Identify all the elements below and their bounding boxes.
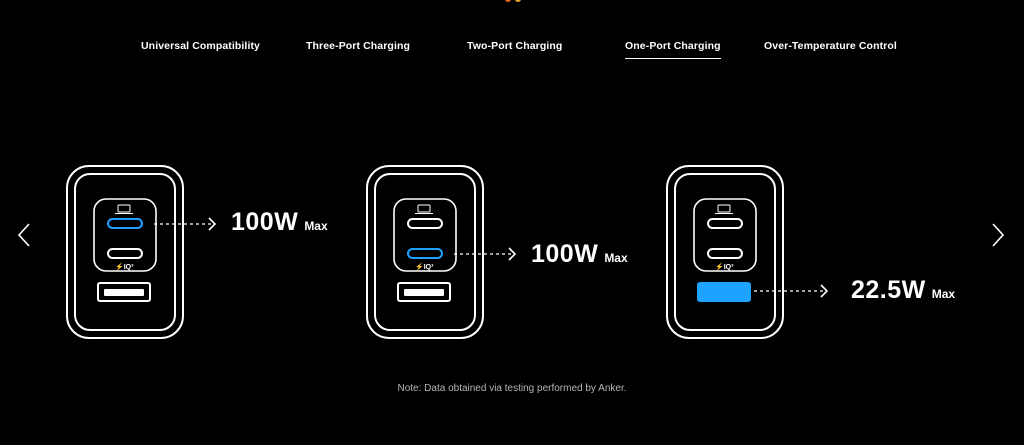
usb-a-port xyxy=(697,282,751,302)
charger-face xyxy=(374,173,476,331)
charger-card-2: ⚡IQ³ xyxy=(366,165,536,350)
tab-bar: Universal Compatibility Three-Port Charg… xyxy=(0,0,1024,70)
watt-label-2: 100W Max xyxy=(531,240,628,269)
watt-value: 100W xyxy=(231,208,299,236)
watt-label-3: 22.5W Max xyxy=(851,276,955,305)
output-arrow-head xyxy=(508,247,517,261)
usb-c-port-1 xyxy=(707,218,743,229)
watt-max: Max xyxy=(931,287,956,301)
tab-two-port-charging[interactable]: Two-Port Charging xyxy=(467,40,563,52)
laptop-icon xyxy=(415,204,433,214)
chevron-left-icon xyxy=(17,223,30,247)
port-panel xyxy=(93,198,157,272)
tab-three-port-charging[interactable]: Three-Port Charging xyxy=(306,40,410,52)
usb-a-port xyxy=(397,282,451,302)
footnote: Note: Data obtained via testing performe… xyxy=(397,383,627,394)
output-arrow-head xyxy=(820,284,829,298)
charger-illustration: ⚡IQ³ xyxy=(666,165,829,339)
usb-c-port-1 xyxy=(107,218,143,229)
charger-body-outline xyxy=(66,165,184,339)
port-panel xyxy=(693,198,757,272)
watt-max: Max xyxy=(304,219,328,233)
charger-card-3: ⚡IQ³ xyxy=(666,165,836,350)
charger-body-outline xyxy=(366,165,484,339)
charger-card-1: ⚡IQ³ xyxy=(66,165,236,350)
charger-body-outline xyxy=(666,165,784,339)
watt-value: 22.5W xyxy=(851,276,926,304)
charger-illustration: ⚡IQ³ xyxy=(66,165,217,339)
charger-face xyxy=(674,173,776,331)
tab-universal-compatibility[interactable]: Universal Compatibility xyxy=(141,40,260,52)
usb-c-port-2 xyxy=(107,248,143,259)
watt-label-1: 100W Max xyxy=(231,208,328,237)
output-arrow-head xyxy=(208,217,217,231)
watt-value: 100W xyxy=(531,240,599,268)
iq-badge: ⚡IQ³ xyxy=(115,262,134,271)
carousel-prev-button[interactable] xyxy=(14,220,36,250)
charger-illustration: ⚡IQ³ xyxy=(366,165,517,339)
iq-badge: ⚡IQ³ xyxy=(415,262,434,271)
usb-c-port-1 xyxy=(407,218,443,229)
usb-c-port-2 xyxy=(407,248,443,259)
chevron-right-icon xyxy=(992,223,1005,247)
usb-a-port xyxy=(97,282,151,302)
watt-max: Max xyxy=(604,251,628,265)
charger-face xyxy=(74,173,176,331)
top-decoration xyxy=(500,0,530,2)
usb-c-port-2 xyxy=(707,248,743,259)
tab-one-port-charging[interactable]: One-Port Charging xyxy=(625,40,721,59)
laptop-icon xyxy=(715,204,733,214)
port-panel xyxy=(393,198,457,272)
carousel-next-button[interactable] xyxy=(988,220,1010,250)
tab-over-temperature-control[interactable]: Over-Temperature Control xyxy=(764,40,897,52)
laptop-icon xyxy=(115,204,133,214)
iq-badge: ⚡IQ³ xyxy=(715,262,734,271)
